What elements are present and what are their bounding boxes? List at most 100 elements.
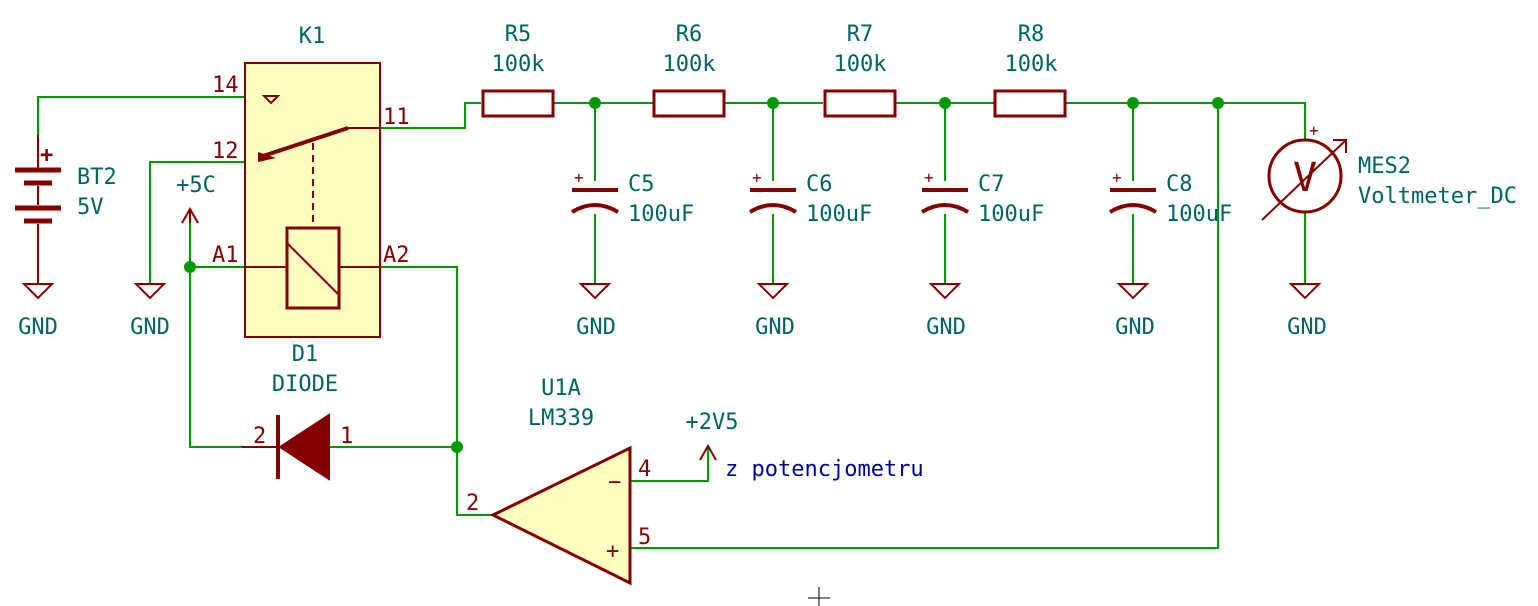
gnd-label: GND: [130, 315, 170, 340]
k1-pin-12: 12: [212, 139, 239, 164]
u1a-value: LM339: [528, 406, 594, 431]
cap-plus-sign: +: [924, 168, 934, 187]
cap-plus-sign: +: [1112, 168, 1122, 187]
wire-k1-12-gnd: [149, 161, 246, 285]
gnd-symbol: GND: [130, 283, 170, 340]
wire-r8-mes2: [1066, 102, 1306, 141]
wire-feedback-u1-plus: [629, 102, 1219, 549]
gnd-symbol: GND: [1287, 283, 1327, 340]
c6-ref: C6: [806, 172, 833, 197]
k1-pin-14: 14: [212, 73, 239, 98]
r6-value: 100k: [663, 52, 716, 77]
cap-plate-bottom: [748, 203, 798, 214]
wire-u1-minus-2v5: [629, 447, 709, 482]
junction-dot: [767, 97, 779, 109]
c8-ref: C8: [1166, 172, 1193, 197]
wire-a1-diode: [189, 266, 246, 448]
resistor-r5[interactable]: R5 100k: [481, 22, 555, 118]
gnd-label: GND: [755, 315, 795, 340]
relay-switch-arm: [259, 126, 349, 159]
gnd-label: GND: [576, 315, 616, 340]
relay-k1[interactable]: K1 14 12 11 A1 A2: [212, 24, 410, 338]
bt2-ref: BT2: [77, 165, 117, 190]
battery-plus-sign: +: [40, 143, 53, 168]
gnd-label: GND: [926, 315, 966, 340]
cap-plus-sign: +: [574, 168, 584, 187]
wire-a2-diode-u1: [379, 266, 494, 516]
d1-value: DIODE: [272, 372, 338, 397]
c5-ref: C5: [628, 172, 655, 197]
resistor-body: [481, 89, 555, 118]
capacitor-c5[interactable]: + C5 100uF: [570, 168, 694, 227]
battery-bt2[interactable]: + BT2 5V: [15, 135, 117, 284]
voltmeter-circle: [1267, 138, 1343, 214]
cap-plate-bottom: [920, 203, 970, 214]
power-5c-label: +5C: [176, 173, 216, 198]
resistor-r7[interactable]: R7 100k: [823, 22, 897, 118]
capacitor-c7[interactable]: + C7 100uF: [920, 168, 1044, 227]
cursor-crosshair: [808, 587, 830, 606]
gnd-symbol: GND: [926, 283, 966, 340]
voltmeter-arrow-head: [1333, 139, 1347, 153]
k1-pin-11: 11: [383, 105, 410, 130]
r5-value: 100k: [492, 52, 545, 77]
r5-ref: R5: [505, 22, 532, 47]
k1-pin-a1: A1: [212, 243, 239, 268]
opamp-triangle: [489, 445, 632, 586]
r7-ref: R7: [847, 22, 874, 47]
resistor-r8[interactable]: R8 100k: [993, 22, 1067, 118]
junctions: [184, 97, 1224, 453]
u1a-plus-sign: +: [606, 539, 619, 564]
gnd-symbol: GND: [18, 283, 58, 340]
c6-value: 100uF: [806, 202, 872, 227]
junction-dot: [939, 97, 951, 109]
c7-value: 100uF: [978, 202, 1044, 227]
diode-d1[interactable]: D1 DIODE 2 1: [242, 342, 353, 481]
c7-ref: C7: [978, 172, 1005, 197]
cap-plate-bottom: [570, 203, 620, 214]
u1a-ref: U1A: [541, 376, 581, 401]
k1-ref: K1: [299, 24, 326, 49]
d1-ref: D1: [292, 342, 319, 367]
junction-dot: [184, 261, 196, 273]
d1-pin-2: 2: [253, 424, 266, 449]
gnd-symbol: GND: [755, 283, 795, 340]
gnd-symbol: GND: [576, 283, 616, 340]
capacitor-c8[interactable]: + C8 100uF: [1108, 168, 1232, 227]
u1a-pin-2: 2: [466, 491, 479, 516]
power-2v5: +2V5 z potencjometru: [686, 410, 924, 482]
cap-plus-sign: +: [752, 168, 762, 187]
r6-ref: R6: [676, 22, 703, 47]
voltmeter-mes2[interactable]: V + MES2 Voltmeter_DC: [1261, 121, 1517, 221]
d1-pin-1: 1: [340, 424, 353, 449]
resistor-body: [652, 89, 726, 118]
gnd-symbols: GND GND GND GND GND GND GND: [18, 283, 1327, 340]
wire-k1-11-r5: [379, 102, 481, 129]
mes2-ref: MES2: [1358, 154, 1411, 179]
resistor-body: [823, 89, 897, 118]
potentiometer-note: z potencjometru: [725, 457, 924, 482]
junction-dot: [1212, 97, 1224, 109]
gnd-label: GND: [1115, 315, 1155, 340]
voltmeter-arrow-shaft: [1261, 139, 1347, 221]
bt2-value: 5V: [77, 195, 104, 220]
r7-value: 100k: [834, 52, 887, 77]
gnd-symbol: GND: [1115, 283, 1155, 340]
gnd-label: GND: [18, 315, 58, 340]
mes2-value: Voltmeter_DC: [1358, 184, 1517, 209]
junction-dot: [1127, 97, 1139, 109]
voltmeter-plus-sign: +: [1309, 121, 1319, 140]
c8-value: 100uF: [1166, 202, 1232, 227]
gnd-label: GND: [1287, 315, 1327, 340]
resistor-r6[interactable]: R6 100k: [652, 22, 726, 118]
relay-contact-12-mark: [258, 152, 276, 162]
wires: [37, 96, 1306, 549]
power-2v5-label: +2V5: [686, 410, 739, 435]
u1a-pin-5: 5: [638, 525, 651, 550]
relay-body: [244, 62, 381, 338]
capacitor-c6[interactable]: + C6 100uF: [748, 168, 872, 227]
relay-coil-diagonal: [286, 242, 340, 296]
comparator-u1a[interactable]: U1A LM339 − + 2 4 5: [466, 376, 651, 586]
